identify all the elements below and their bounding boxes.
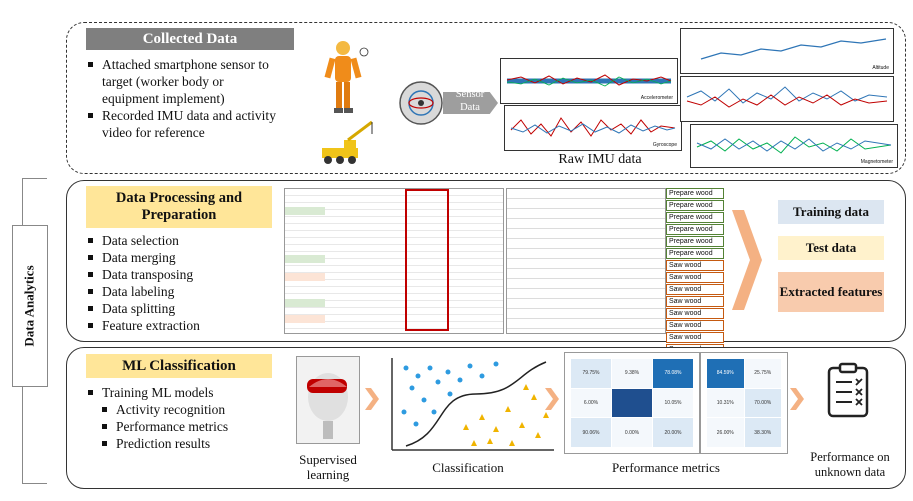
activity-label: Saw wood xyxy=(666,320,724,331)
processing-bullet-6: Feature extraction xyxy=(86,317,272,334)
matrix-cell: 90.06% xyxy=(571,418,611,447)
activity-label: Saw wood xyxy=(666,272,724,283)
gyroscope-label: Gyroscope xyxy=(652,142,677,148)
ml-sub-bullet-3: Prediction results xyxy=(86,435,286,452)
collected-bullets: Attached smartphone sensor to target (wo… xyxy=(86,56,282,141)
sensor-data-label: Sensor Data xyxy=(455,89,485,113)
ml-bullet-1: Training ML models xyxy=(86,384,286,401)
unknown-caption: Performance on unknown data xyxy=(810,450,890,479)
matrix-cell: 10.31% xyxy=(707,388,744,418)
classification-caption: Classification xyxy=(432,460,504,475)
matrix-cell: 26.00% xyxy=(707,418,744,447)
training-data-box: Training data xyxy=(778,200,884,224)
matrix-cell: 70.00% xyxy=(744,388,781,418)
altitude-chart: Altitude xyxy=(680,28,894,74)
collected-bullet-1: Attached smartphone sensor to target (wo… xyxy=(86,56,282,107)
matrix-cell: 0.00% xyxy=(612,418,652,447)
supervised-caption: Supervised learning xyxy=(299,452,357,482)
activity-label: Saw wood xyxy=(666,296,724,307)
altitude-label: Altitude xyxy=(872,65,889,71)
confusion-matrix-2: 84.59%25.75%10.31%70.00%26.00%38.30% xyxy=(700,352,788,454)
collected-bullet-2: Recorded IMU data and activity video for… xyxy=(86,107,282,141)
matrix-cell: 10.05% xyxy=(653,388,693,418)
matrix-cell: 79.75% xyxy=(571,359,611,388)
accelerometer-label: Accelerometer xyxy=(640,95,673,101)
confusion-matrix-1: 79.75%9.38%78.08% 6.00% 10.05% 90.06%0.00%2… xyxy=(564,352,700,454)
collected-data-title: Collected Data xyxy=(86,28,294,50)
spreadsheet-transposed xyxy=(506,188,666,334)
classification-plot xyxy=(391,358,554,451)
side-label: Data Analytics xyxy=(22,265,37,347)
processing-bullets: Data selection Data merging Data transpo… xyxy=(86,232,272,334)
activity-label: Prepare wood xyxy=(666,188,724,199)
matrix-cell: 25.75% xyxy=(744,359,781,388)
matrix-cell: 6.00% xyxy=(571,388,611,418)
ml-arrow-2 xyxy=(545,388,559,410)
processing-bullet-4: Data labeling xyxy=(86,283,272,300)
crane-illustration xyxy=(322,120,373,164)
sensor-arrow xyxy=(443,92,498,114)
processing-bullet-5: Data splitting xyxy=(86,300,272,317)
activity-label: Prepare wood xyxy=(666,236,724,247)
accelerometer-chart: Accelerometer xyxy=(500,58,678,104)
activity-label: Prepare wood xyxy=(666,224,724,235)
extracted-features-box: Extracted features xyxy=(778,272,884,312)
activity-label: Saw wood xyxy=(666,332,724,343)
ml-title: ML Classification xyxy=(86,354,272,378)
magnetometer-label: Magnetometer xyxy=(860,159,893,165)
processing-title: Data Processing and Preparation xyxy=(86,186,272,228)
processing-bullet-2: Data merging xyxy=(86,249,272,266)
matrix-cell: 38.30% xyxy=(744,418,781,447)
gyroscope-chart: Gyroscope xyxy=(504,105,682,151)
worker-illustration xyxy=(324,41,369,113)
raw-imu-caption: Raw IMU data xyxy=(558,152,642,167)
ml-arrow-3 xyxy=(790,388,804,410)
activity-label: Prepare wood xyxy=(666,200,724,211)
activity-label: Saw wood xyxy=(666,284,724,295)
test-data-box: Test data xyxy=(778,236,884,260)
clipboard-icon xyxy=(827,362,869,418)
side-label-box: Data Analytics xyxy=(12,225,48,387)
matrix-cell: 20.00% xyxy=(653,418,693,447)
activity-label: Prepare wood xyxy=(666,248,724,259)
processing-arrow xyxy=(732,210,762,310)
matrix-cell: 84.59% xyxy=(707,359,744,388)
orientation-chart xyxy=(680,76,894,122)
ml-arrow-1 xyxy=(365,388,379,410)
processing-bullet-1: Data selection xyxy=(86,232,272,249)
matrix-cell xyxy=(612,388,652,418)
activity-label: Saw wood xyxy=(666,260,724,271)
matrix-cell: 9.38% xyxy=(612,359,652,388)
processing-bullet-3: Data transposing xyxy=(86,266,272,283)
spreadsheet-merged xyxy=(284,188,504,334)
supervised-learning-icon xyxy=(296,356,360,444)
matrix-cell: 78.08% xyxy=(653,359,693,388)
ml-sub-bullet-1: Activity recognition xyxy=(86,401,286,418)
activity-label: Prepare wood xyxy=(666,212,724,223)
activity-label: Saw wood xyxy=(666,308,724,319)
ml-sub-bullet-2: Performance metrics xyxy=(86,418,286,435)
metrics-caption: Performance metrics xyxy=(612,460,720,475)
magnetometer-chart: Magnetometer xyxy=(690,124,898,168)
ml-bullets: Training ML models Activity recognition … xyxy=(86,384,286,452)
sensor-icon xyxy=(399,81,443,125)
